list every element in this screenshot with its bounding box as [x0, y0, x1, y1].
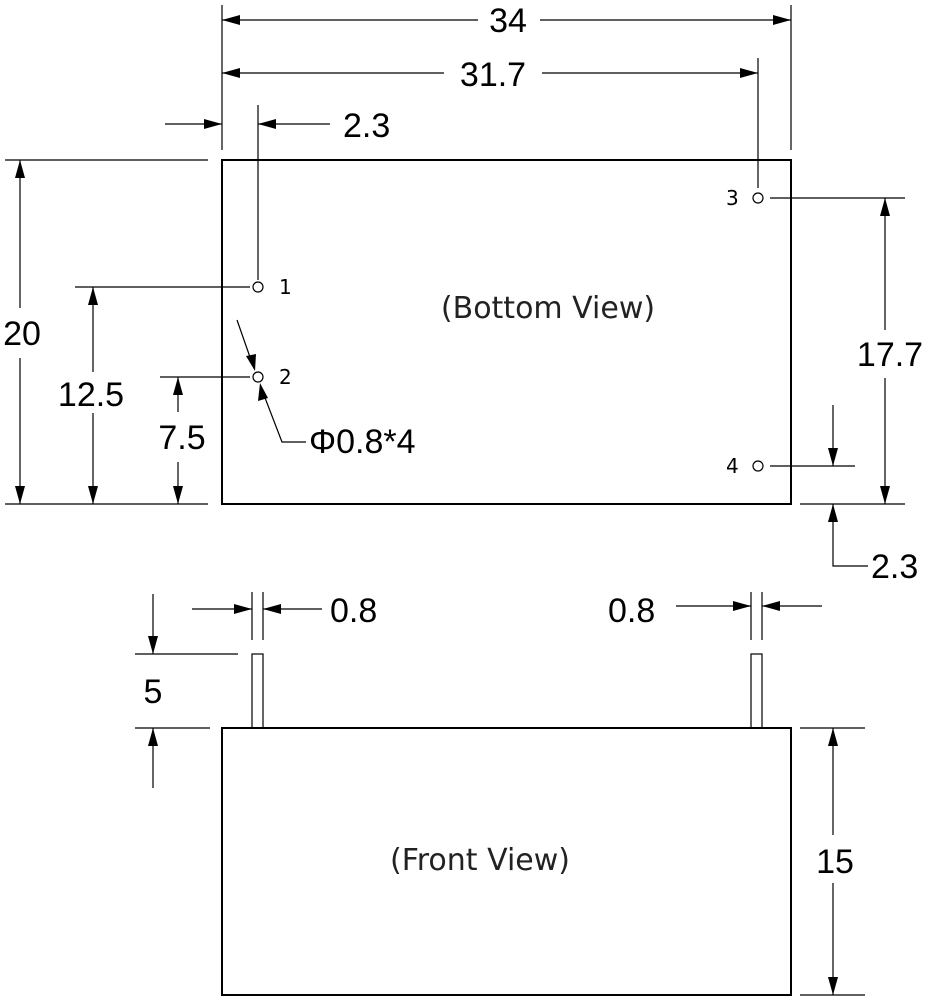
dim-pin3-to-pin4: 17.7: [770, 197, 923, 505]
front-pin-left: [251, 653, 264, 729]
front-view-body: [221, 727, 792, 996]
dim-pin-edge-offset-value: 2.3: [343, 107, 390, 145]
dim-body-height-value: 15: [816, 843, 854, 881]
pin-2-hole: [252, 371, 264, 383]
dim-pin-edge-offset: 2.3: [165, 105, 390, 280]
dim-pin1-from-bottom: 12.5: [58, 286, 250, 504]
pin-2-label: 2: [279, 365, 292, 389]
pin-4-label: 4: [726, 454, 739, 478]
dim-pin-length-value: 5: [144, 673, 163, 711]
dim-overall-height-value: 20: [3, 315, 41, 353]
dim-pin-span-value: 31.7: [460, 56, 526, 94]
pin-1-hole: [252, 281, 264, 293]
dim-pin1-from-bottom-value: 12.5: [58, 376, 124, 414]
dim-overall-height: 20: [3, 159, 208, 505]
pin-3-label: 3: [726, 186, 739, 210]
dim-body-height: 15: [800, 727, 865, 996]
dim-pin-width-right: 0.8: [608, 592, 822, 640]
dim-pin4-from-bottom: 2.3: [770, 405, 918, 586]
dim-pin-width-left-value: 0.8: [330, 592, 377, 630]
dim-overall-width-value: 34: [489, 2, 527, 40]
bottom-view-title: (Bottom View): [441, 291, 655, 326]
dim-overall-width: 34: [221, 2, 792, 150]
dim-pin2-from-bottom-value: 7.5: [158, 419, 205, 457]
pin-1-label: 1: [279, 275, 292, 299]
dim-pin-diameter-value: Φ0.8*4: [309, 423, 416, 461]
bottom-view-body: [221, 159, 792, 505]
dim-pin4-from-bottom-value: 2.3: [871, 548, 918, 586]
dim-pin-length: 5: [135, 594, 238, 788]
pin-3-hole: [752, 192, 764, 204]
dim-pin-span: 31.7: [222, 56, 759, 188]
dim-pin-diameter: Φ0.8*4: [236, 319, 416, 461]
dim-pin-width-left: 0.8: [192, 592, 377, 640]
dim-pin2-from-bottom: 7.5: [158, 376, 250, 504]
dim-pin3-to-pin4-value: 17.7: [857, 336, 923, 374]
pin-4-hole: [752, 460, 764, 472]
dim-pin-width-right-value: 0.8: [608, 592, 655, 630]
front-view-title: (Front View): [390, 843, 570, 878]
front-pin-right: [750, 653, 763, 729]
